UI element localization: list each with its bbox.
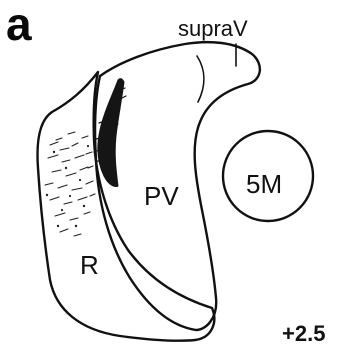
level-label: +2.5 <box>282 321 325 346</box>
panel-letter: a <box>6 0 32 50</box>
suprav-boundary-line <box>197 56 204 102</box>
label-5m: 5M <box>246 169 282 199</box>
label-r: R <box>80 250 99 280</box>
region-r-outline <box>38 72 215 341</box>
region-r-stipple <box>45 132 95 236</box>
label-suprav: supraV <box>178 16 248 41</box>
label-pv: PV <box>144 181 179 211</box>
dense-label-band <box>98 79 124 187</box>
